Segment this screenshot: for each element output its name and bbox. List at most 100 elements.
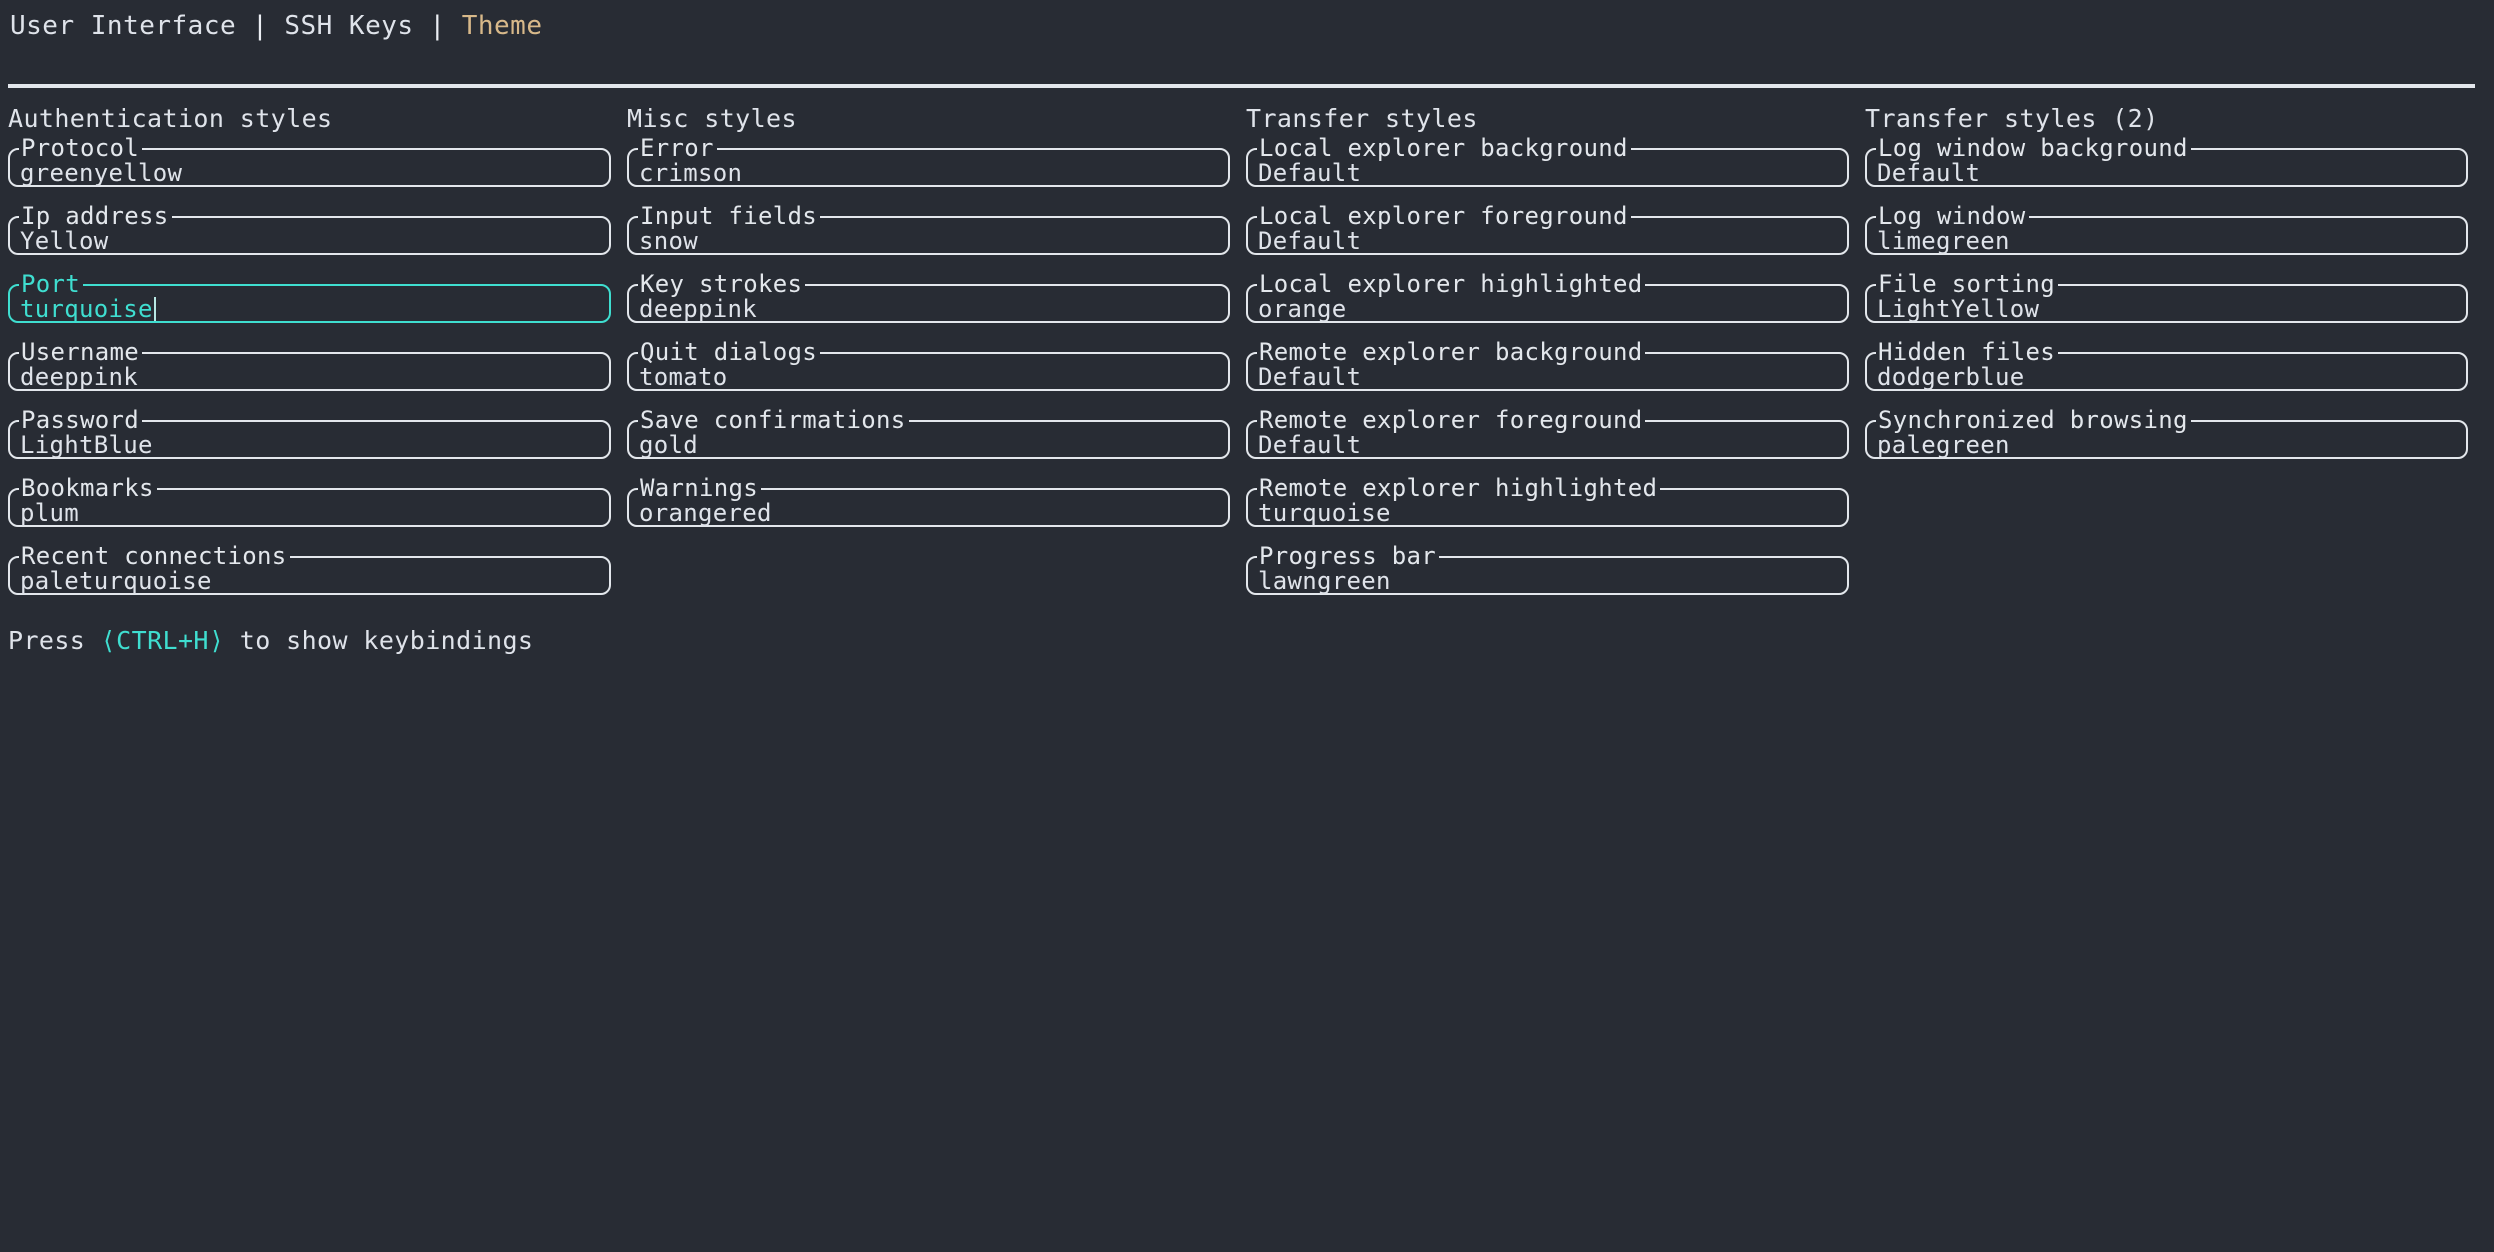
field-value[interactable]: turquoise xyxy=(20,296,156,322)
field-value[interactable]: Default xyxy=(1258,364,1361,390)
field-value[interactable]: orangered xyxy=(639,500,772,526)
field-value[interactable]: limegreen xyxy=(1877,228,2010,254)
field-value[interactable]: gold xyxy=(639,432,698,458)
field-value-text: lawngreen xyxy=(1258,567,1391,595)
field-value-text: Yellow xyxy=(20,227,109,255)
header-separator xyxy=(8,84,2475,88)
field-border xyxy=(627,488,1230,527)
field-border xyxy=(8,284,611,323)
field-value-text: crimson xyxy=(639,159,743,187)
field-value-text: greenyellow xyxy=(20,159,183,187)
field-value-text: plum xyxy=(20,499,79,527)
field-label: Warnings xyxy=(638,476,761,500)
field-value[interactable]: turquoise xyxy=(1258,500,1391,526)
field-label: Synchronized browsing xyxy=(1876,408,2191,432)
field-value[interactable]: deeppink xyxy=(639,296,757,322)
field-value[interactable]: Default xyxy=(1258,432,1361,458)
field-value[interactable]: snow xyxy=(639,228,698,254)
field-value[interactable]: LightBlue xyxy=(20,432,153,458)
column-title: Misc styles xyxy=(627,104,797,133)
field-border xyxy=(627,420,1230,459)
field-value[interactable]: greenyellow xyxy=(20,160,182,186)
field-value-text: turquoise xyxy=(1258,499,1391,527)
field-value-text: dodgerblue xyxy=(1877,363,2025,391)
field-value-text: tomato xyxy=(639,363,728,391)
field-value-text: gold xyxy=(639,431,698,459)
field-label: Remote explorer background xyxy=(1257,340,1646,364)
field-value-text: turquoise xyxy=(20,295,153,323)
field-label: Protocol xyxy=(19,136,142,160)
field-value[interactable]: Yellow xyxy=(20,228,109,254)
field-value[interactable]: Default xyxy=(1877,160,1980,186)
field-label: Key strokes xyxy=(638,272,806,296)
field-border xyxy=(8,488,611,527)
field-value-text: palegreen xyxy=(1877,431,2010,459)
field-value[interactable]: dodgerblue xyxy=(1877,364,2025,390)
field-value[interactable]: deeppink xyxy=(20,364,138,390)
field-value[interactable]: tomato xyxy=(639,364,728,390)
field-border xyxy=(627,148,1230,187)
field-value-text: deeppink xyxy=(639,295,757,323)
field-label: Ip address xyxy=(19,204,172,228)
field-label: Recent connections xyxy=(19,544,290,568)
field-value[interactable]: crimson xyxy=(639,160,742,186)
field-value[interactable]: paleturquoise xyxy=(20,568,212,594)
field-value[interactable]: plum xyxy=(20,500,79,526)
tab-theme[interactable]: Theme xyxy=(461,11,543,41)
tab-bar: User Interface|SSH Keys|Theme xyxy=(0,0,2494,46)
field-value[interactable]: orange xyxy=(1258,296,1347,322)
field-label: Local explorer foreground xyxy=(1257,204,1631,228)
tab-ssh-keys[interactable]: SSH Keys xyxy=(284,11,414,41)
field-border xyxy=(627,284,1230,323)
field-value[interactable]: lawngreen xyxy=(1258,568,1391,594)
field-value-text: paleturquoise xyxy=(20,567,212,595)
field-label: Error xyxy=(638,136,717,160)
field-border xyxy=(1865,216,2468,255)
field-label: Port xyxy=(19,272,83,296)
field-value[interactable]: LightYellow xyxy=(1877,296,2039,322)
field-value-text: Default xyxy=(1258,227,1362,255)
field-value[interactable]: Default xyxy=(1258,160,1361,186)
field-border xyxy=(627,216,1230,255)
field-value-text: snow xyxy=(639,227,698,255)
field-value-text: LightBlue xyxy=(20,431,153,459)
field-border xyxy=(8,352,611,391)
field-value[interactable]: palegreen xyxy=(1877,432,2010,458)
field-label: File sorting xyxy=(1876,272,2058,296)
field-label: Remote explorer highlighted xyxy=(1257,476,1661,500)
field-border xyxy=(627,352,1230,391)
field-value[interactable]: Default xyxy=(1258,228,1361,254)
field-label: Local explorer highlighted xyxy=(1257,272,1646,296)
field-label: Progress bar xyxy=(1257,544,1439,568)
tab-user-interface[interactable]: User Interface xyxy=(10,11,237,41)
settings-column: Transfer styles (2)Log window background… xyxy=(1865,104,2468,476)
field-label: Remote explorer foreground xyxy=(1257,408,1646,432)
